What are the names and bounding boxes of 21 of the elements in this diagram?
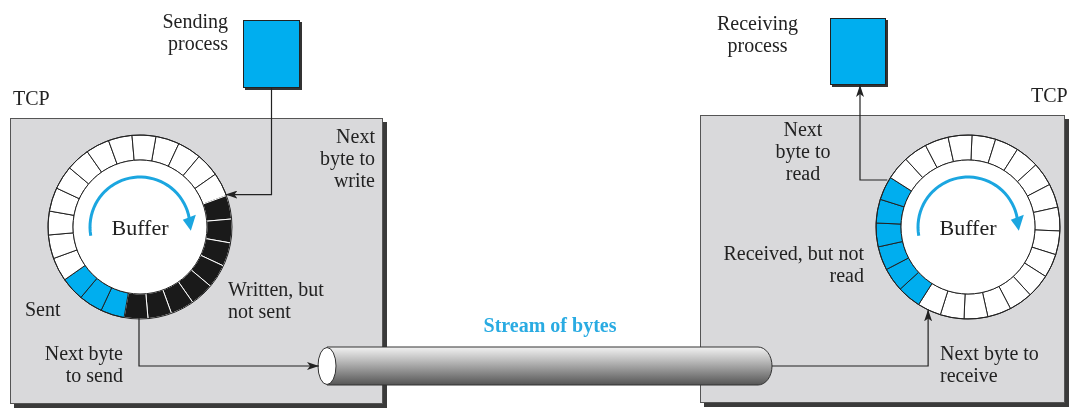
- buffer-label: Buffer: [938, 217, 998, 239]
- process-label: Sending process: [161, 10, 228, 54]
- pointer-label: Next byte to write: [319, 125, 375, 191]
- process-box: [830, 18, 886, 85]
- pointer-label: Written, but not sent: [228, 278, 325, 322]
- process-box: [243, 20, 300, 88]
- pointer-label: Next byte to read: [774, 118, 832, 184]
- pointer-label: Next byte to send: [43, 342, 123, 386]
- panel-title: TCP: [13, 87, 50, 109]
- pointer-label: Next byte to receive: [940, 342, 1040, 386]
- pipe: [318, 347, 772, 385]
- pointer-label: Received, but not read: [722, 242, 864, 286]
- process-label: Receiving process: [715, 12, 800, 56]
- arrow: [856, 84, 888, 181]
- arrow: [224, 87, 273, 199]
- arrow: [138, 317, 320, 370]
- pointer-label: Sent: [25, 298, 62, 320]
- arrow: [771, 308, 933, 367]
- buffer-label: Buffer: [110, 217, 170, 239]
- panel-title: TCP: [1031, 84, 1068, 106]
- stream-label: Stream of bytes: [482, 314, 618, 336]
